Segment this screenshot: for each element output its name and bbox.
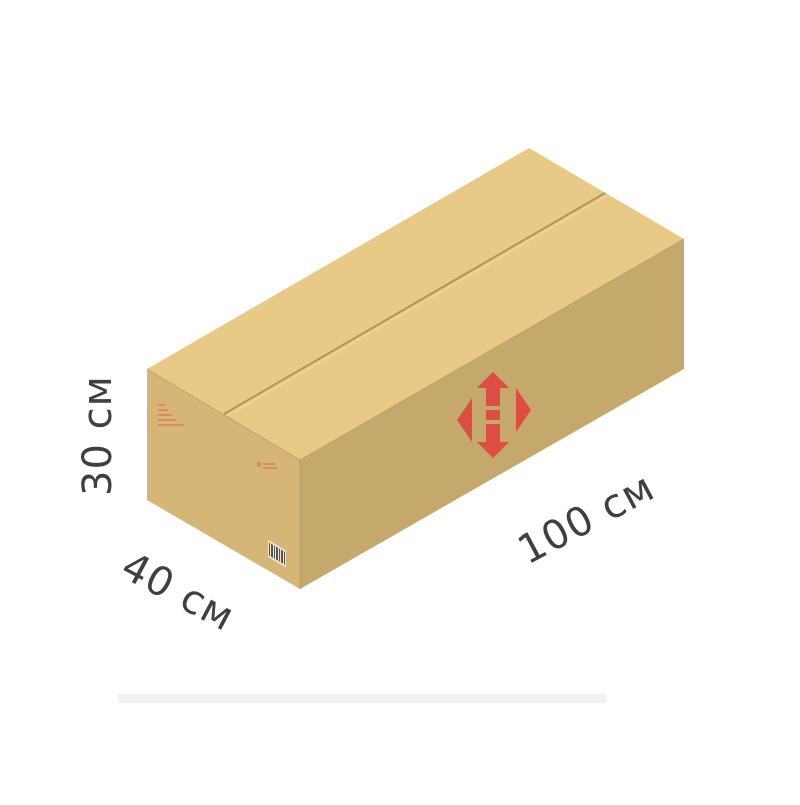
side-print-text-block <box>158 404 184 426</box>
nova-poshta-logo-icon <box>457 372 531 458</box>
top-side-edge <box>146 368 301 461</box>
floor-shadow <box>118 694 606 703</box>
box-side-face <box>147 369 300 589</box>
barcode-icon <box>268 540 286 568</box>
top-front-edge <box>299 238 685 461</box>
top-seam-line <box>223 192 606 415</box>
height-dimension-label: 30 см <box>75 375 121 496</box>
top-seam-highlight <box>226 194 609 417</box>
side-print-small-logo <box>257 462 277 469</box>
